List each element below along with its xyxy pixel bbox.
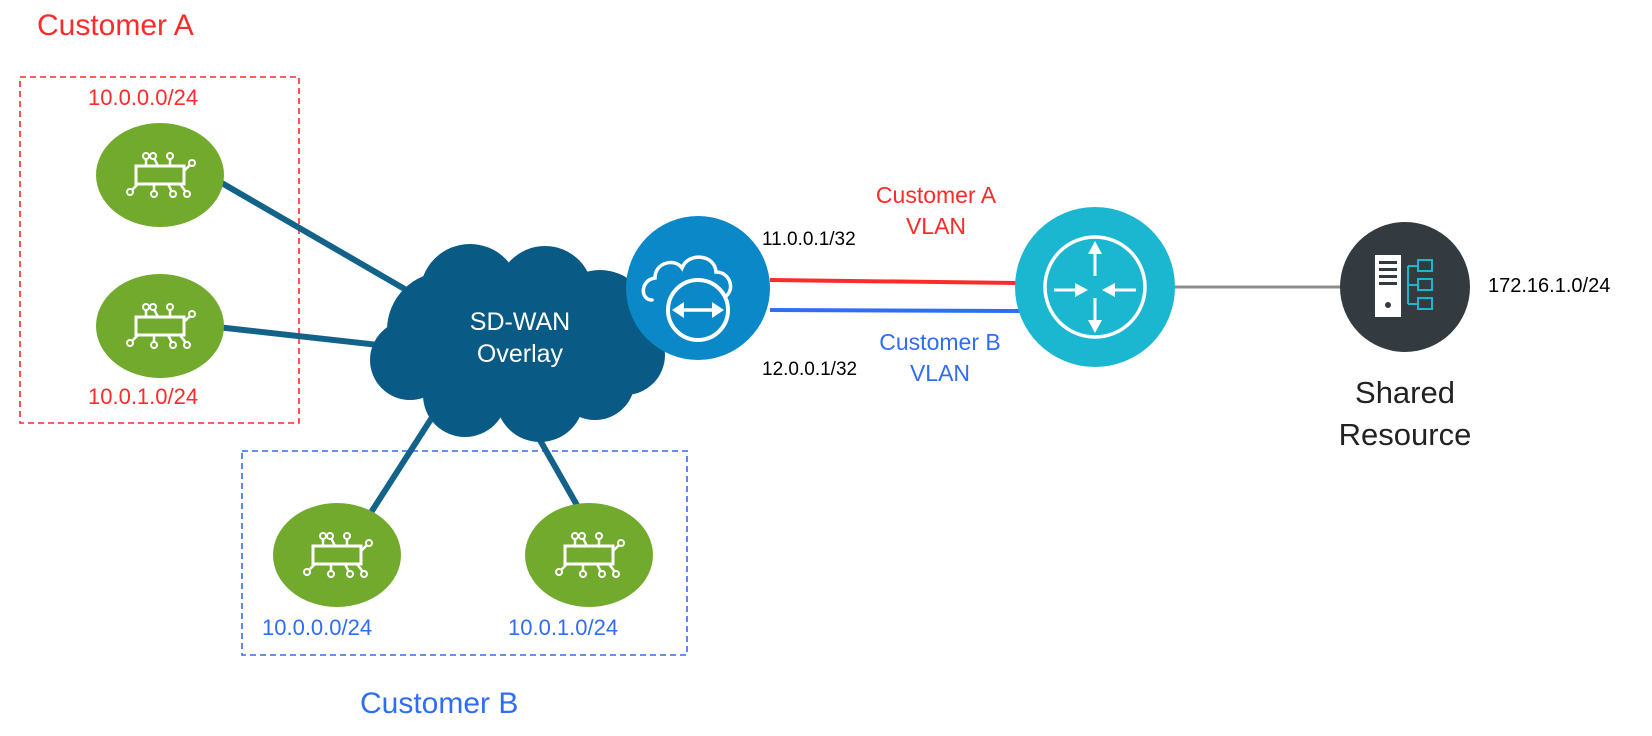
shared-resource-label-line2: Resource [1339,417,1472,452]
customer-a-group-box [19,76,300,424]
link-site-b1 [367,402,443,517]
customer-a-site-bottom-subnet: 10.0.1.0/24 [88,384,198,409]
customer-b-site-left-subnet: 10.0.0.0/24 [262,615,372,640]
customer-b-title: Customer B [360,687,518,720]
gateway-ip-b: 12.0.0.1/32 [762,359,857,380]
gateway-ip-a: 11.0.0.1/32 [762,229,856,250]
link-site-a1 [205,172,418,298]
router-icon [1043,235,1147,339]
shared-resource-subnet: 172.16.1.0/24 [1488,275,1610,297]
server-icon [1375,255,1433,317]
overlay-label-line1: SD-WAN [470,308,570,336]
edge-site-b2 [525,503,653,607]
vlan-b-label-line1: Customer B [879,329,1000,355]
link-site-a2 [205,323,391,349]
vlan-a-label-line1: Customer A [876,182,997,208]
customer-a-site-top-subnet: 10.0.0.0/24 [88,85,198,110]
customer-a-title: Customer A [37,9,194,42]
shared-resource-label-line1: Shared [1355,375,1455,410]
customer-b-site-right-subnet: 10.0.1.0/24 [508,615,618,640]
customer-b-group-box [241,450,688,656]
customer-b-vlan-link [769,308,1021,313]
customer-a-vlan-link [769,278,1021,285]
edge-site-a2 [96,274,224,378]
sd-wan-overlay-cloud [370,244,665,442]
vlan-a-label-line2: VLAN [906,213,966,239]
edge-site-b1 [273,503,401,607]
edge-site-a1 [96,123,224,227]
overlay-label-line2: Overlay [477,340,564,368]
vlan-b-label-line2: VLAN [910,360,970,386]
shared-resource-node [1340,222,1470,352]
cloud-gateway-icon [641,255,733,342]
router [1015,207,1175,367]
sdwan-gateway [626,216,770,360]
